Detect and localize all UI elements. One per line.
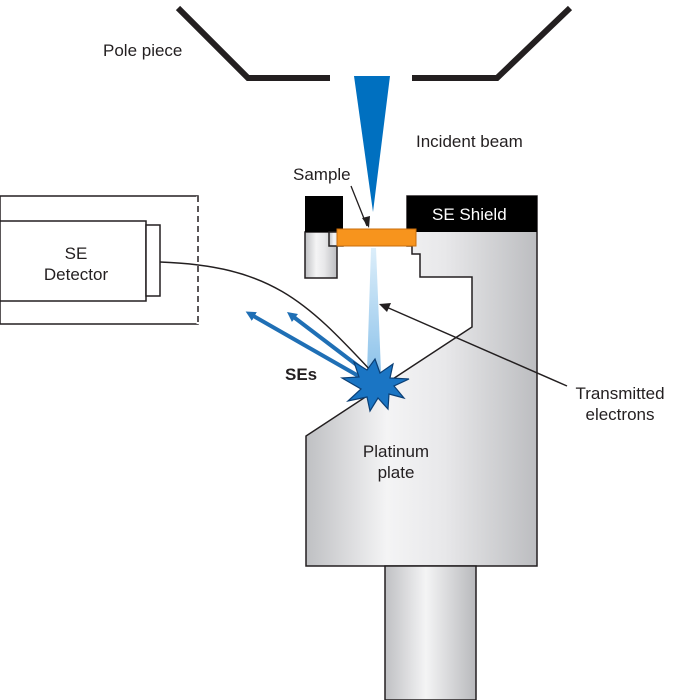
transmitted-pointer bbox=[383, 305, 568, 387]
pole-piece-label: Pole piece bbox=[103, 41, 183, 60]
incident-beam-label: Incident beam bbox=[416, 132, 523, 151]
pole-piece-left bbox=[175, 5, 330, 81]
detector-window bbox=[145, 224, 161, 297]
holder-stem bbox=[384, 565, 477, 700]
transmitted-electrons-label: Transmitted electrons bbox=[567, 383, 673, 425]
left-block-top bbox=[305, 196, 343, 232]
se-detector bbox=[0, 220, 147, 302]
se-detector-label-line2: Detector bbox=[43, 265, 109, 284]
ses-label: SEs bbox=[285, 365, 318, 384]
se-burst bbox=[339, 357, 410, 413]
transmitted-electrons-beam bbox=[367, 248, 381, 372]
se-shield-label: SE Shield bbox=[432, 205, 507, 224]
pole-piece-right bbox=[412, 5, 573, 81]
platinum-plate-holder bbox=[305, 195, 538, 567]
se-arrow-2 bbox=[287, 311, 368, 374]
incident-beam bbox=[354, 76, 390, 212]
platinum-plate-label: Platinum plate bbox=[346, 441, 446, 483]
se-arrow-1 bbox=[245, 311, 363, 380]
sample bbox=[336, 228, 417, 247]
se-detector-label-line1: SE bbox=[64, 244, 88, 263]
platinum-plate-label-line2: plate bbox=[377, 463, 415, 482]
se-shield bbox=[407, 196, 537, 232]
se-detector-label: SE Detector bbox=[20, 243, 132, 285]
platinum-plate-label-line1: Platinum bbox=[362, 442, 430, 461]
transmitted-electrons-label-line1: Transmitted bbox=[575, 384, 665, 403]
collection-field-line bbox=[159, 261, 373, 373]
transmitted-electrons-label-line2: electrons bbox=[585, 405, 655, 424]
sample-label: Sample bbox=[293, 165, 351, 184]
